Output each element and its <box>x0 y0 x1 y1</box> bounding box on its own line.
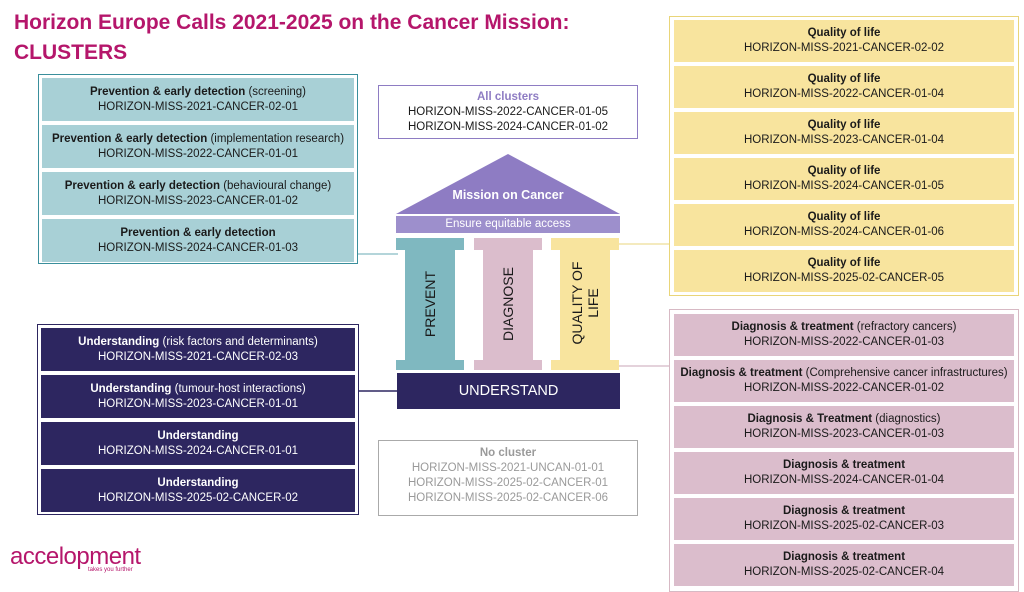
diagnosis-card: Diagnosis & treatment HORIZON-MISS-2024-… <box>674 452 1014 494</box>
all-clusters-code: HORIZON-MISS-2024-CANCER-01-02 <box>407 121 608 133</box>
prevention-card: Prevention & early detection (behavioura… <box>42 172 354 215</box>
mission-on-cancer-label: Mission on Cancer <box>452 188 564 202</box>
pillar-prevent-shaft <box>405 250 455 360</box>
logo-tagline: takes you further <box>88 567 133 573</box>
understanding-card: Understanding (risk factors and determin… <box>41 328 355 371</box>
title-line-2: CLUSTERS <box>14 41 128 64</box>
no-cluster-box: No cluster HORIZON-MISS-2021-UNCAN-01-01… <box>378 440 638 516</box>
prevention-group: Prevention & early detection (screening)… <box>38 74 358 264</box>
diagnosis-card: Diagnosis & treatment HORIZON-MISS-2025-… <box>674 498 1014 540</box>
pillar-prevent-label: PREVENT <box>422 270 438 338</box>
prevention-card: Prevention & early detection (implementa… <box>42 125 354 168</box>
no-cluster-heading: No cluster <box>479 447 537 459</box>
equitable-access-banner: Ensure equitable access <box>396 216 620 233</box>
diagnosis-card: Diagnosis & treatment (refractory cancer… <box>674 314 1014 356</box>
pillar-prevent-cap <box>396 238 464 250</box>
all-clusters-code: HORIZON-MISS-2022-CANCER-01-05 <box>407 106 608 118</box>
prevention-card: Prevention & early detection HORIZON-MIS… <box>42 219 354 262</box>
accelopment-logo: accelopment <box>10 543 141 570</box>
pillar-quality-shaft <box>560 250 610 360</box>
pillar-quality-label: QUALITY OF LIFE <box>569 261 601 345</box>
pillar-prevent-base <box>396 360 464 370</box>
pillar-quality-base <box>551 360 619 370</box>
all-clusters-box: All clusters HORIZON-MISS-2022-CANCER-01… <box>378 85 638 139</box>
pillar-diagnose-cap <box>474 238 542 250</box>
understanding-group: Understanding (risk factors and determin… <box>37 324 359 515</box>
understand-base: UNDERSTAND <box>397 373 620 409</box>
temple-roof <box>396 154 620 214</box>
pillar-quality-cap <box>551 238 619 250</box>
understanding-card: Understanding HORIZON-MISS-2025-02-CANCE… <box>41 469 355 512</box>
title-line-1: Horizon Europe Calls 2021-2025 on the Ca… <box>14 11 570 34</box>
all-clusters-heading: All clusters <box>477 91 539 103</box>
pillar-diagnose-label: DIAGNOSE <box>500 267 516 341</box>
diagnosis-card: Diagnosis & Treatment (diagnostics) HORI… <box>674 406 1014 448</box>
no-cluster-code: HORIZON-MISS-2021-UNCAN-01-01 <box>411 462 605 474</box>
no-cluster-code: HORIZON-MISS-2025-02-CANCER-06 <box>407 492 608 504</box>
no-cluster-code: HORIZON-MISS-2025-02-CANCER-01 <box>407 477 608 489</box>
diagnosis-card: Diagnosis & treatment HORIZON-MISS-2025-… <box>674 544 1014 586</box>
understanding-card: Understanding HORIZON-MISS-2024-CANCER-0… <box>41 422 355 465</box>
pillar-diagnose-shaft <box>483 250 533 360</box>
pillar-diagnose-base <box>474 360 542 370</box>
diagnosis-group: Diagnosis & treatment (refractory cancer… <box>669 309 1019 592</box>
diagnosis-card: Diagnosis & treatment (Comprehensive can… <box>674 360 1014 402</box>
prevention-card: Prevention & early detection (screening)… <box>42 78 354 121</box>
page-title: Horizon Europe Calls 2021-2025 on the Ca… <box>14 8 570 68</box>
understanding-card: Understanding (tumour-host interactions)… <box>41 375 355 418</box>
